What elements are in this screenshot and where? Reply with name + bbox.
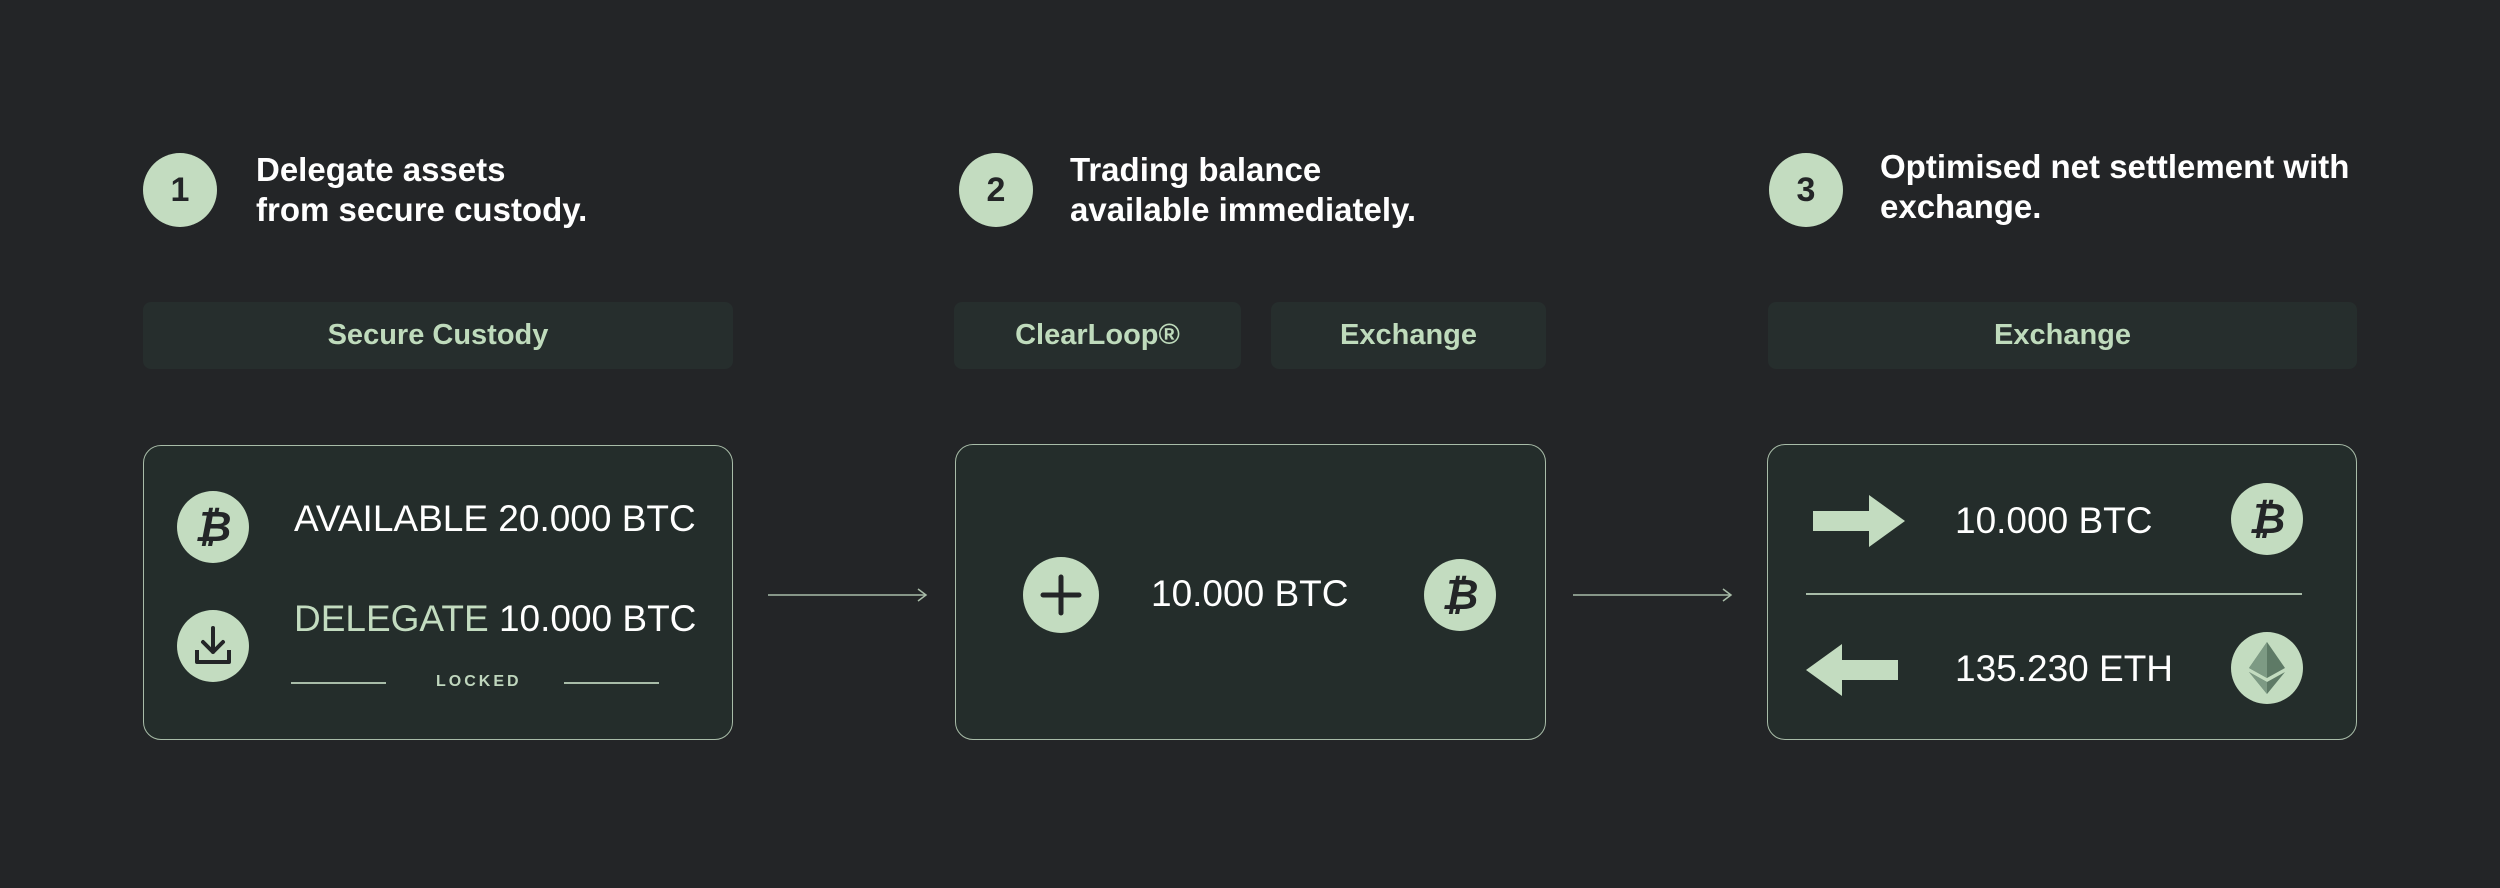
available-label: AVAILABLE <box>294 498 489 539</box>
delegate-amount-row: DELEGATE 10.000 BTC <box>294 598 696 640</box>
label-exchange-right: Exchange <box>1768 302 2357 369</box>
bitcoin-icon: ₿ <box>177 491 249 563</box>
step-1-title-line2: from secure custody. <box>256 191 588 228</box>
step-1-title: Delegate assets from secure custody. <box>256 150 587 230</box>
bitcoin-glyph: ₿ <box>1441 570 1479 619</box>
custody-card: ₿ AVAILABLE 20.000 BTC DELEGATE 10.000 B… <box>143 445 733 740</box>
step-1-title-line1: Delegate assets <box>256 151 506 188</box>
step-2-number: 2 <box>959 153 1033 227</box>
delegate-amount: 10.000 BTC <box>498 598 697 639</box>
settlement-divider <box>1806 593 2302 595</box>
clearloop-amount: 10.000 BTC <box>1151 573 1349 614</box>
step-2-title: Trading balance available immediately. <box>1070 150 1416 230</box>
ethereum-glyph <box>2249 642 2285 694</box>
step-1-number: 1 <box>143 153 217 227</box>
arrow-left-icon <box>1806 644 1898 696</box>
plus-glyph <box>1040 574 1082 616</box>
locked-label: LOCKED <box>436 673 522 690</box>
label-clearloop: ClearLoop® <box>954 302 1241 369</box>
bitcoin-icon: ₿ <box>1424 559 1496 631</box>
download-glyph <box>195 626 231 664</box>
download-icon <box>177 610 249 682</box>
step-2-title-line1: Trading balance <box>1070 151 1322 188</box>
available-balance: AVAILABLE 20.000 BTC <box>294 498 696 540</box>
clearloop-card: 10.000 BTC ₿ <box>955 444 1546 740</box>
label-secure-custody: Secure Custody <box>143 302 733 369</box>
settlement-card: 10.000 BTC ₿ 135.230 ETH <box>1767 444 2357 740</box>
label-exchange-middle: Exchange <box>1271 302 1546 369</box>
ethereum-icon <box>2231 632 2303 704</box>
step-3-number: 3 <box>1769 153 1843 227</box>
arrow-right-icon <box>1813 495 1905 547</box>
settlement-btc-amount: 10.000 BTC <box>1955 500 2153 541</box>
available-amount: 20.000 BTC <box>498 498 696 539</box>
settlement-eth-amount: 135.230 ETH <box>1955 648 2174 689</box>
step-3-title-line1: Optimised net settlement with <box>1880 148 2350 185</box>
step-3-title: Optimised net settlement with exchange. <box>1880 147 2349 227</box>
step-3-title-line2: exchange. <box>1880 188 2042 225</box>
bitcoin-glyph: ₿ <box>194 502 232 551</box>
flow-arrow-1 <box>768 588 928 602</box>
flow-arrow-2 <box>1573 588 1733 602</box>
delegate-label: DELEGATE <box>294 598 489 639</box>
locked-divider-right <box>564 682 659 684</box>
bitcoin-glyph: ₿ <box>2248 494 2286 543</box>
step-2-title-line2: available immediately. <box>1070 191 1417 228</box>
bitcoin-icon: ₿ <box>2231 483 2303 555</box>
locked-divider-left <box>291 682 386 684</box>
plus-icon <box>1023 557 1099 633</box>
